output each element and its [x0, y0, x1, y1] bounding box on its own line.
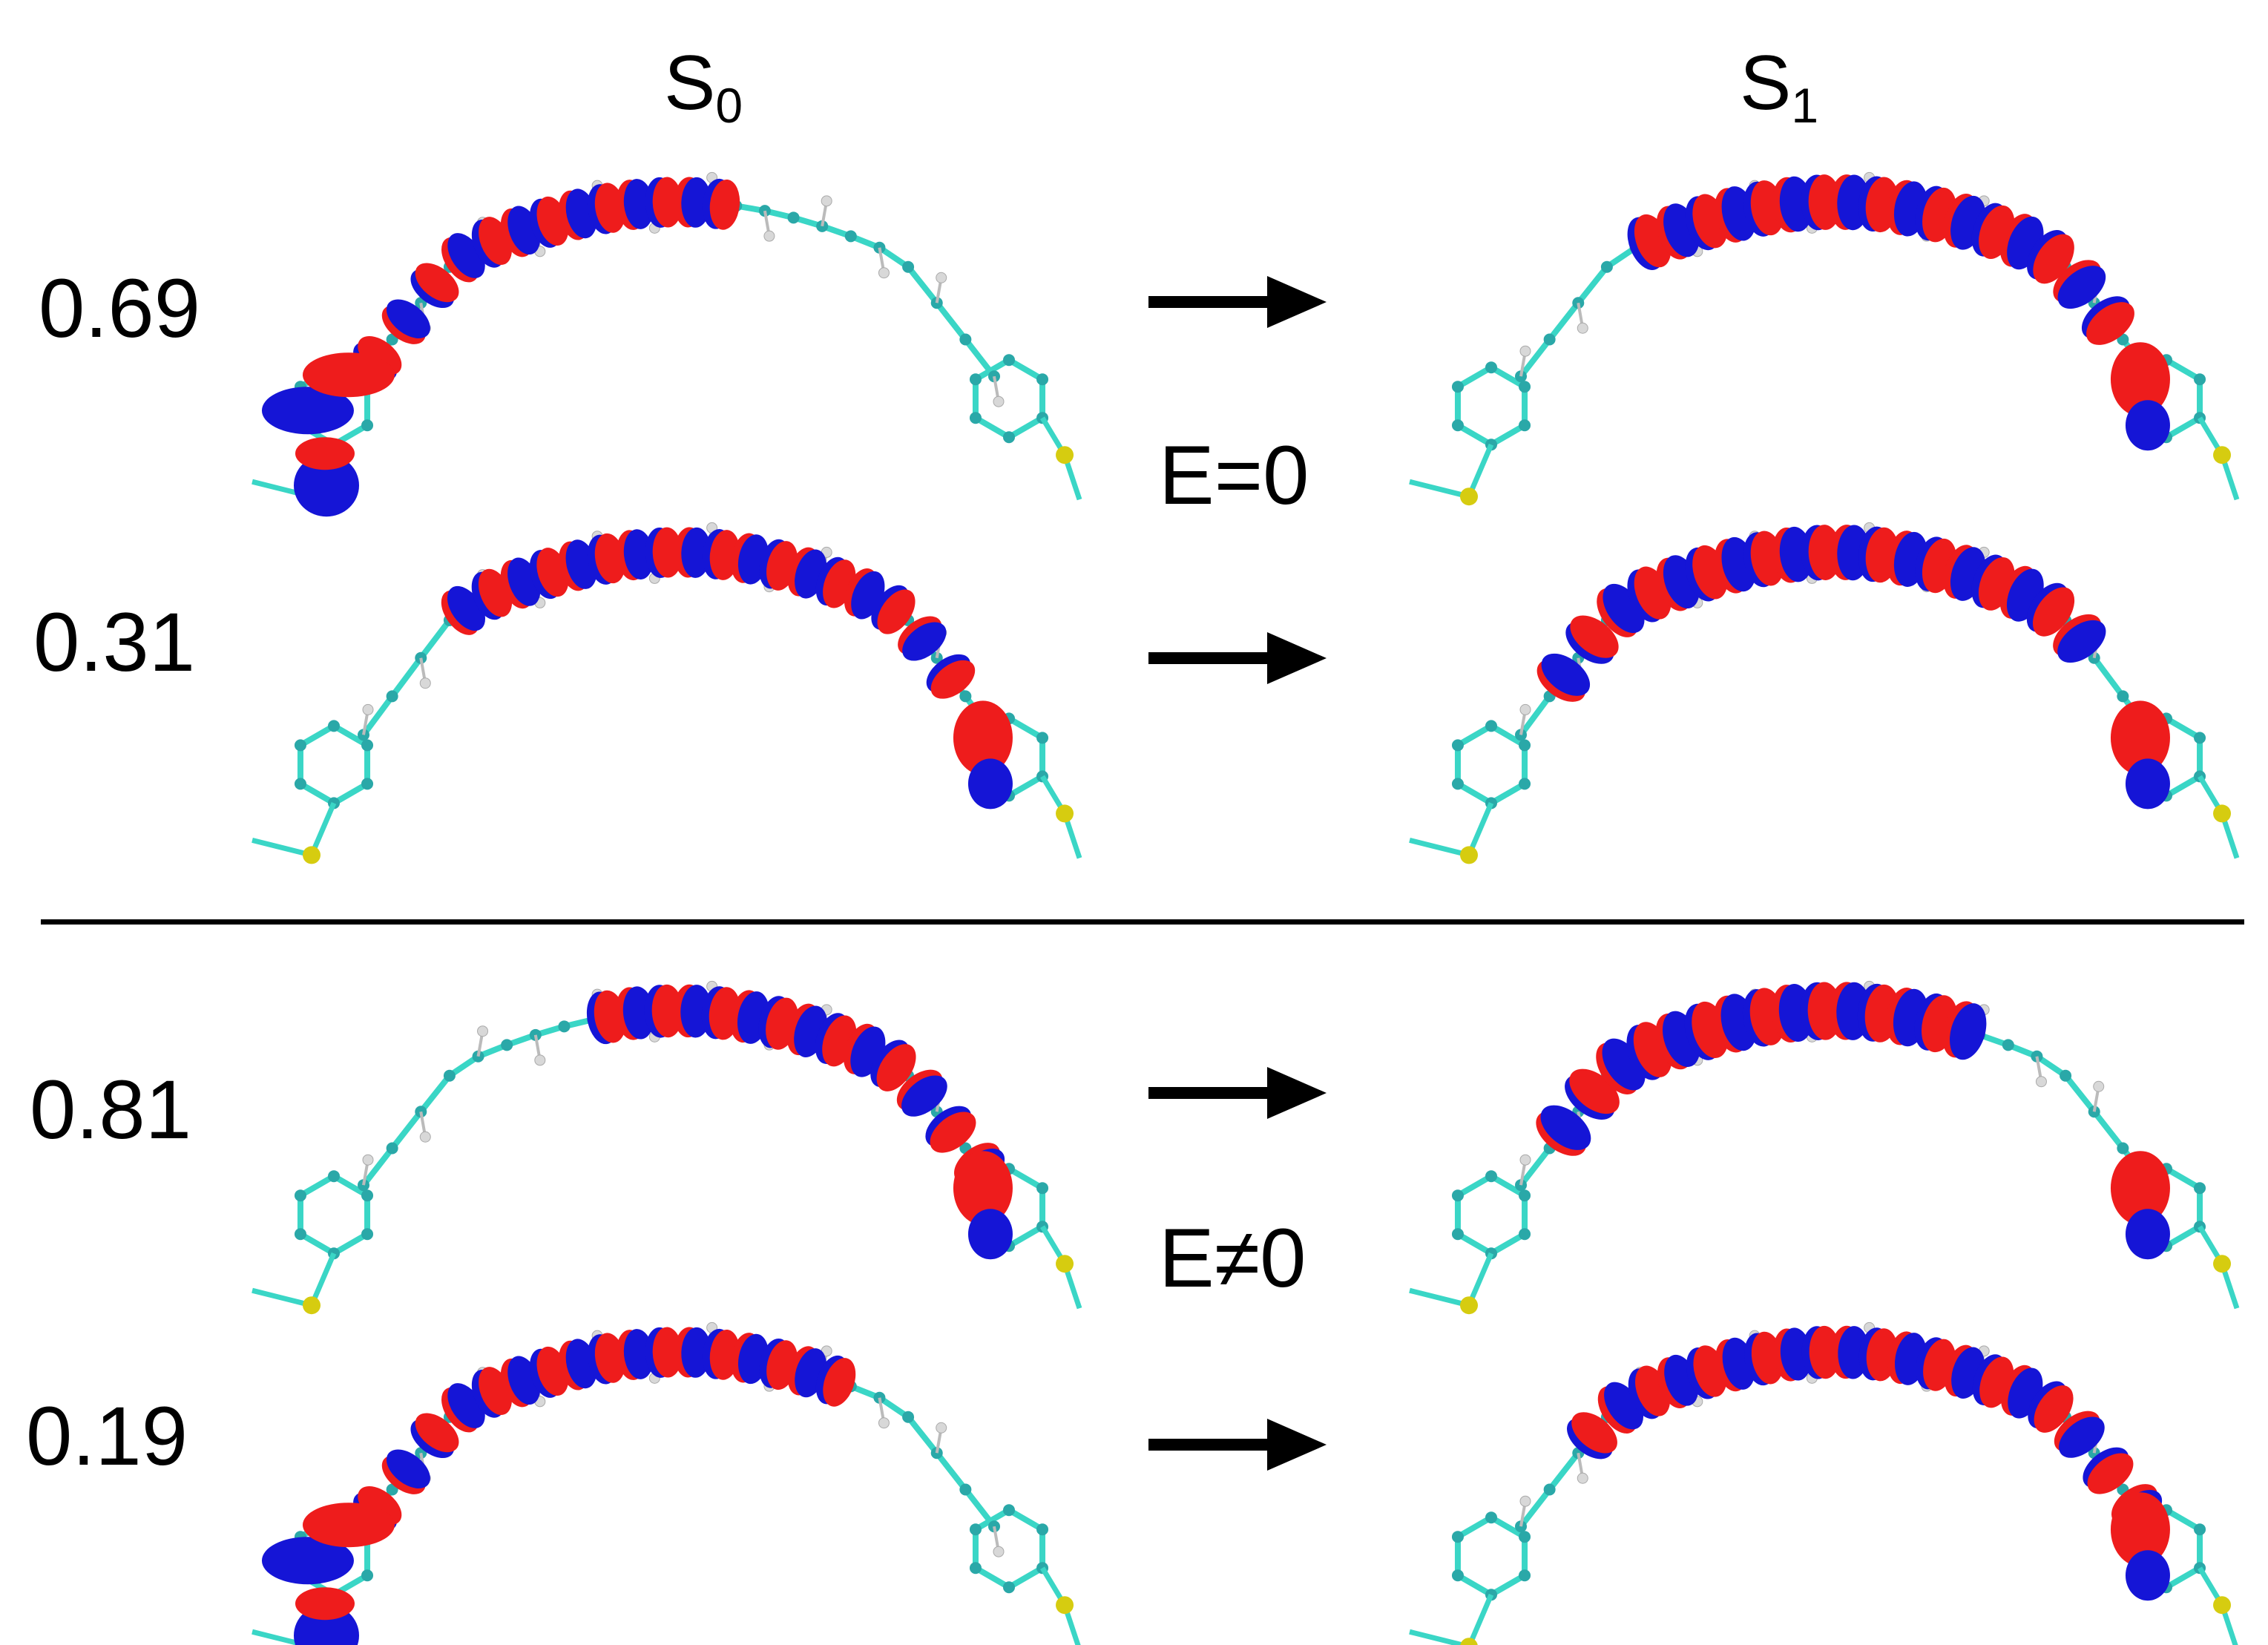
- header-s1-main: S: [1740, 40, 1792, 126]
- weight-row-3: 0.81: [30, 1063, 191, 1156]
- header-s0-main: S: [664, 40, 716, 126]
- header-s1-sub: 1: [1791, 78, 1819, 133]
- orbital-s0-row-2: [252, 522, 1082, 864]
- orbital-s1-row-1: [1409, 171, 2240, 506]
- orbital-s1-row-3: [1409, 980, 2240, 1315]
- section-divider: [41, 919, 2244, 925]
- orbital-s0-row-3: [252, 980, 1082, 1315]
- condition-e-nonzero: E≠0: [1159, 1212, 1306, 1304]
- orbital-s0-row-1: [252, 171, 1082, 517]
- arrow-row-3: [1148, 1067, 1327, 1119]
- arrow-row-1: [1148, 276, 1327, 328]
- weight-row-2: 0.31: [33, 596, 195, 689]
- condition-e-zero: E=0: [1159, 429, 1309, 522]
- arrow-row-2: [1148, 632, 1327, 684]
- header-s1: S1: [1740, 45, 1818, 130]
- orbital-s1-row-4: [1409, 1321, 2238, 1645]
- orbital-s0-row-4: [252, 1321, 1081, 1645]
- weight-row-1: 0.69: [39, 262, 200, 355]
- orbital-s1-row-2: [1409, 522, 2240, 864]
- weight-row-4: 0.19: [26, 1390, 188, 1483]
- header-s0: S0: [664, 45, 743, 130]
- header-s0-sub: 0: [715, 78, 743, 133]
- arrow-row-4: [1148, 1419, 1327, 1471]
